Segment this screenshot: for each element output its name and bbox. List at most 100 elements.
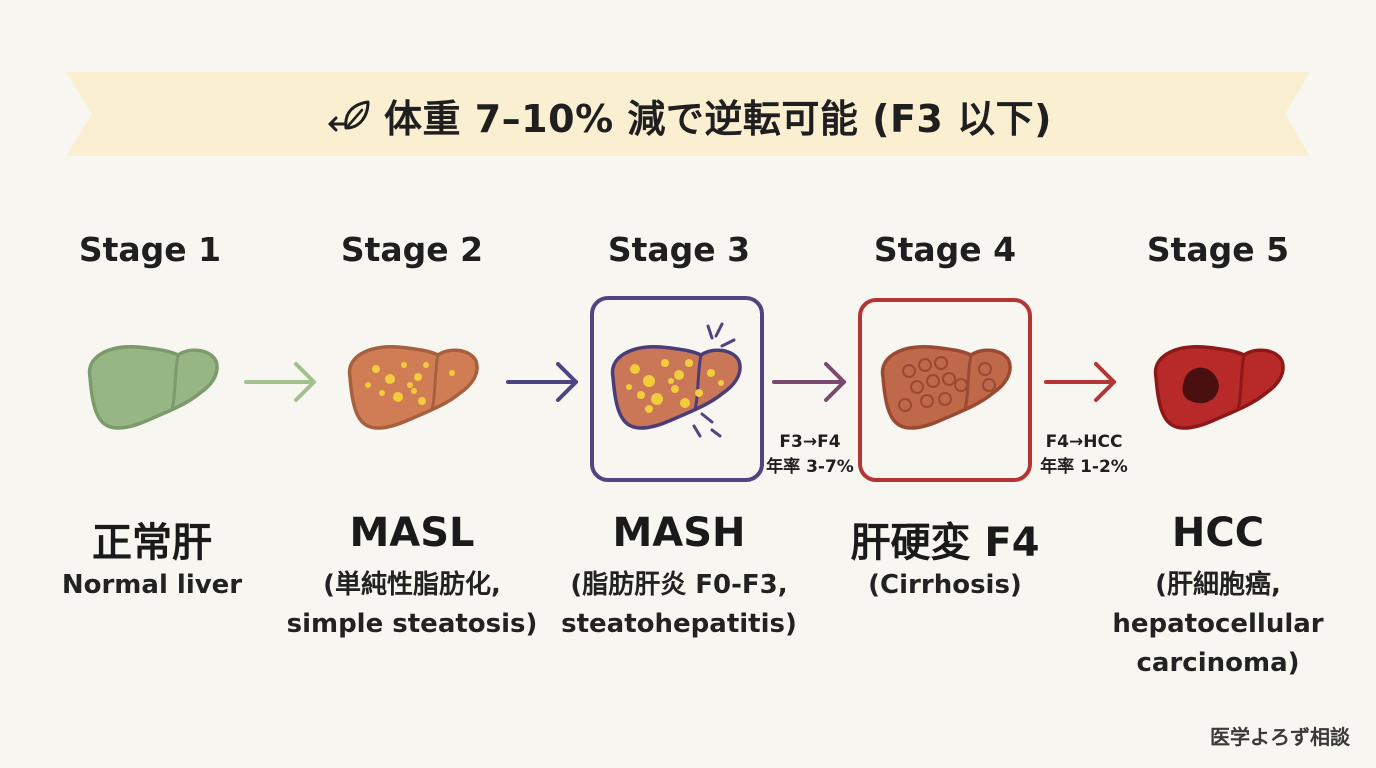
cirrhosis-nodule (926, 374, 940, 388)
cirrhosis-nodule (920, 394, 934, 408)
fat-droplet (685, 359, 693, 367)
inflammation-ray (700, 412, 714, 424)
stage-2-desc: (単純性脂肪化, simple steatosis) (277, 566, 547, 644)
stage-4-label: Stage 4 (873, 230, 1017, 269)
fat-droplet (718, 380, 724, 386)
inflammation-ray (720, 338, 736, 348)
cirrhosis-nodule (942, 372, 956, 386)
stage-3-frame (590, 296, 764, 482)
fat-droplet (393, 392, 403, 402)
arrow-head (556, 362, 578, 402)
fat-droplet (643, 375, 655, 387)
cirrhosis-nodule (934, 356, 948, 370)
liver-lobe-line (1236, 353, 1246, 411)
progression-arrow-2 (506, 362, 578, 402)
stage-3-name: MASH (612, 510, 746, 556)
banner-shape (66, 72, 1310, 156)
cirrhosis-nodule (898, 398, 912, 412)
stage-5-name: HCC (1171, 510, 1265, 556)
banner-title-text: 体重 7–10% 減で逆転可能 (F3 以下) (384, 97, 1052, 141)
fat-droplet (401, 362, 407, 368)
cirrhosis-nodule (910, 380, 924, 394)
arrow-head (824, 362, 846, 402)
transition-label-line: 年率 3-7% (766, 457, 854, 477)
stage-4-desc-line: (Cirrhosis) (868, 570, 1022, 600)
progression-arrow-1 (244, 362, 316, 402)
transition-label-line: F4→HCC (1045, 432, 1123, 452)
transition-label-line: F3→F4 (779, 432, 841, 452)
fat-droplet (411, 388, 417, 394)
fat-droplet (407, 382, 413, 388)
fat-droplet (630, 364, 640, 374)
fat-droplet (671, 385, 679, 393)
arrow-leaf-icon (324, 98, 372, 147)
liver-lobe-line (963, 353, 973, 411)
stage-2-name: MASL (349, 510, 475, 556)
stage-4-desc: (Cirrhosis) (810, 566, 1080, 605)
liver-lobe-line (170, 353, 180, 411)
liver-lobe-line (430, 353, 440, 411)
stage-5-desc-line: hepatocellular (1112, 609, 1324, 639)
inflammation-ray (714, 322, 724, 338)
cirrhosis-nodule (954, 378, 968, 392)
liver-icon-stage-5 (1153, 345, 1285, 430)
transition-label-f3-f4: F3→F4 年率 3-7% (755, 430, 865, 480)
fat-droplet (637, 391, 645, 399)
cirrhosis-nodule (918, 358, 932, 372)
transition-label-line: 年率 1-2% (1040, 457, 1128, 477)
inflammation-ray (706, 324, 714, 340)
banner-ribbon (66, 72, 1310, 156)
fat-droplet (423, 362, 429, 368)
stage-1-label: Stage 1 (78, 230, 222, 269)
stage-3-desc-line: steatohepatitis) (561, 609, 797, 639)
progression-arrow-3 (772, 362, 846, 402)
fat-droplet (379, 390, 385, 396)
liver-icon-stage-3 (610, 345, 742, 430)
tumor-mass (1182, 367, 1219, 404)
fat-droplet (365, 382, 371, 388)
fat-droplet (674, 370, 684, 380)
cirrhosis-nodule (902, 364, 916, 378)
liver-icon-stage-1 (87, 345, 219, 430)
stage-5-desc-line: (肝細胞癌, (1155, 570, 1281, 600)
liver-icon-stage-2 (347, 345, 479, 430)
cirrhosis-nodule (938, 392, 952, 406)
stage-1-desc: Normal liver (17, 566, 287, 605)
stage-1-desc-line: Normal liver (61, 570, 243, 600)
transition-label-f4-hcc: F4→HCC 年率 1-2% (1029, 430, 1139, 480)
stage-3-desc-line: (脂肪肝炎 F0-F3, (570, 570, 788, 600)
fat-droplet (680, 398, 690, 408)
fat-droplet (651, 393, 663, 405)
fat-droplet (645, 405, 653, 413)
fat-droplet (449, 370, 455, 376)
stage-1-name: 正常肝 (92, 520, 212, 566)
inflammation-ray (692, 424, 702, 438)
fat-droplet (661, 359, 669, 367)
liver-shape (1153, 345, 1285, 430)
fat-droplet (418, 397, 426, 405)
stage-3-desc: (脂肪肝炎 F0-F3, steatohepatitis) (544, 566, 814, 644)
stage-4-frame (858, 298, 1032, 482)
stage-5-label: Stage 5 (1146, 230, 1290, 269)
banner-title: 体重 7–10% 減で逆転可能 (F3 以下) (0, 88, 1376, 147)
stage-3-label: Stage 3 (607, 230, 751, 269)
fat-droplet (707, 369, 715, 377)
liver-lobe-line (693, 353, 703, 411)
fat-droplet (668, 378, 674, 384)
inflammation-ray (710, 428, 722, 438)
liver-icon-stage-4 (880, 345, 1012, 430)
stage-2-label: Stage 2 (340, 230, 484, 269)
fat-droplet (695, 389, 703, 397)
stage-2-desc-line: simple steatosis) (286, 609, 538, 639)
progression-arrow-4 (1044, 362, 1116, 402)
stage-5-desc: (肝細胞癌, hepatocellular carcinoma) (1083, 566, 1353, 683)
liver-shape (87, 345, 219, 430)
stage-2-desc-line: (単純性脂肪化, (323, 570, 501, 600)
cirrhosis-nodule (982, 378, 996, 392)
fat-droplet (385, 374, 395, 384)
fat-droplet (414, 373, 422, 381)
arrow-head (1094, 362, 1116, 402)
arrow-head (294, 362, 316, 402)
fat-droplet (626, 384, 632, 390)
